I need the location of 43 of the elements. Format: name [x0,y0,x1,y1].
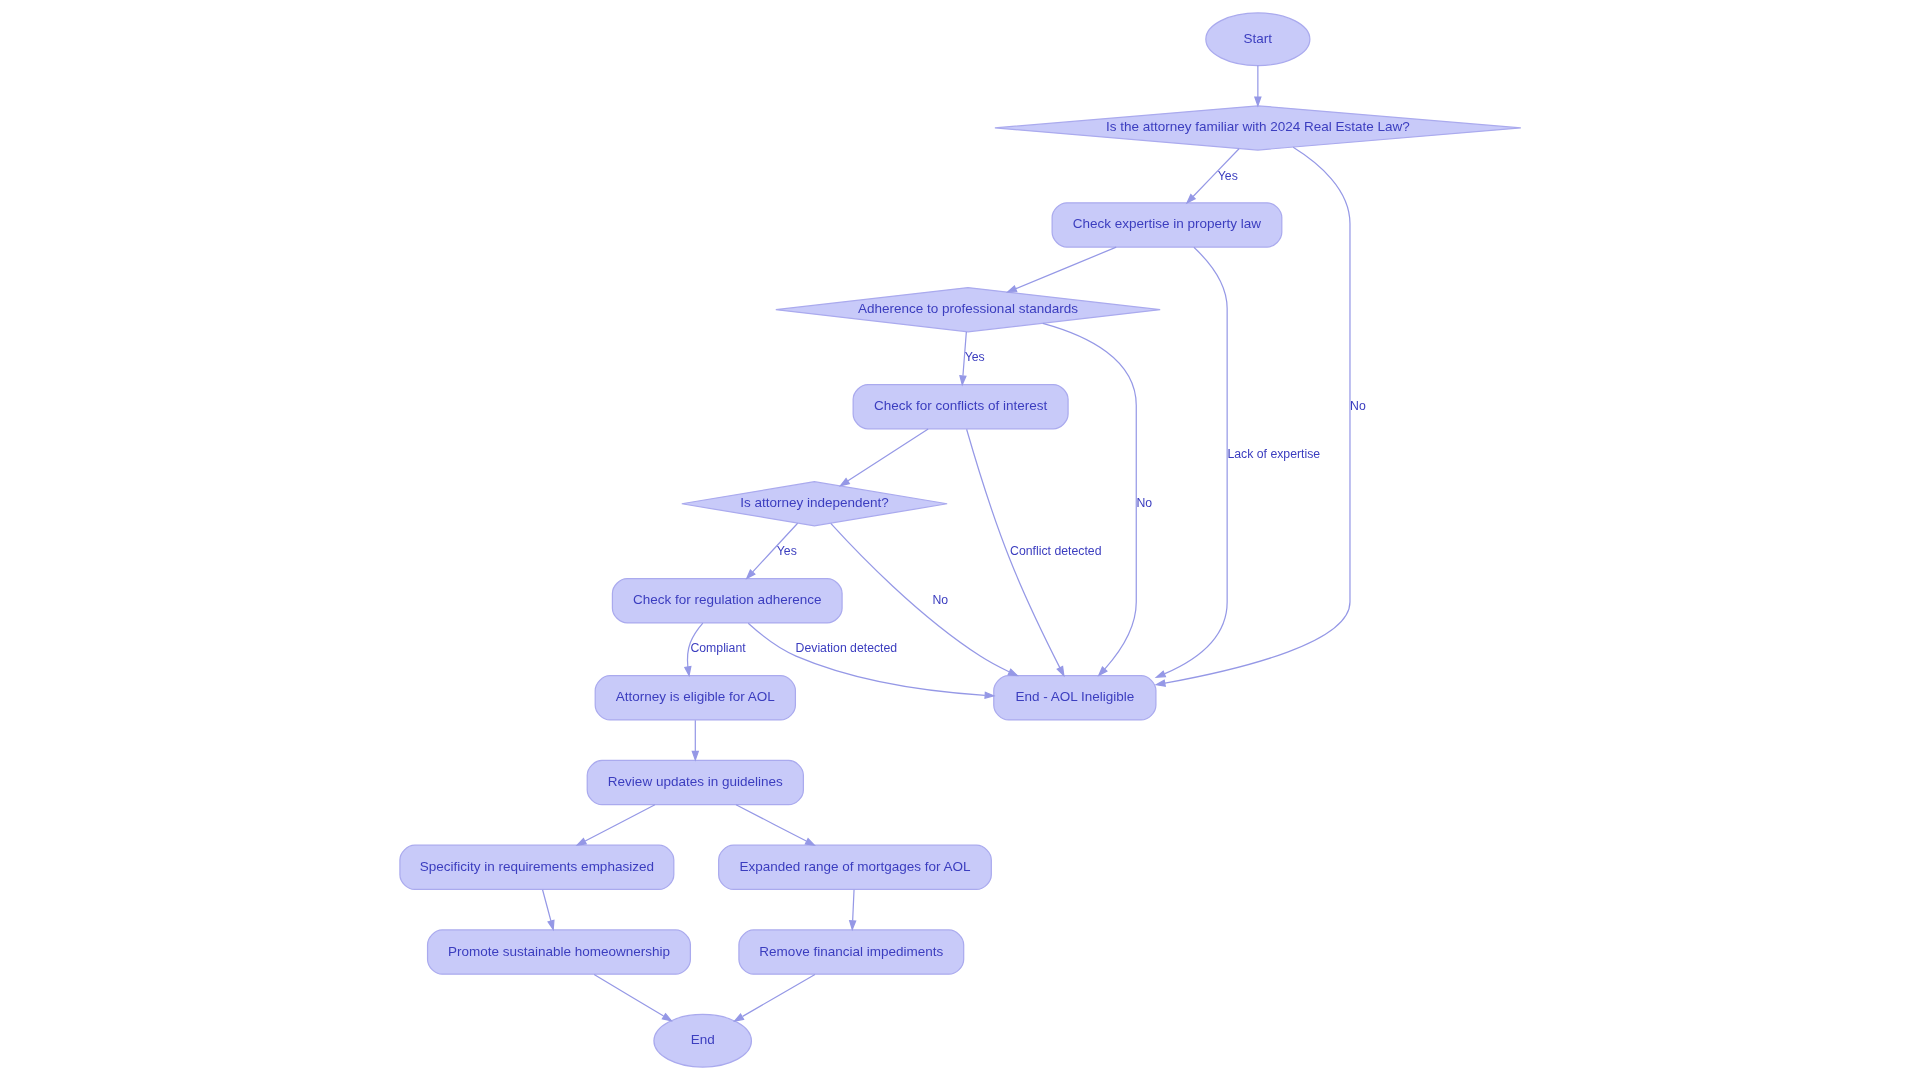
edge-label: Lack of expertise [1226,447,1320,462]
edge-label: No [932,592,948,607]
arrow [745,522,798,580]
arrow [1154,246,1228,678]
edge-label: Yes [1217,168,1238,183]
node-diamond: Is attorney independent? [680,481,948,527]
edge-label: Conflict detected [1009,544,1101,559]
edge-label: Deviation detected [795,641,897,656]
edge-label: Yes [964,350,985,365]
arrow [829,522,1019,677]
node-box: Promote sustainable homeownership [426,929,691,975]
edge-label: No [1135,495,1152,510]
node-box: Check for regulation adherence [611,578,843,624]
arrow [732,973,816,1022]
arrow [683,622,703,678]
arrow [690,719,699,762]
edge-label: No [1349,398,1366,413]
edge-label: Yes [776,544,797,559]
arrow [838,428,929,487]
arrow [848,889,857,932]
node-box: Specificity in requirements emphasized [398,844,674,891]
node-box: Check expertise in property law [1051,202,1282,248]
arrow [593,973,673,1022]
arrow [1153,146,1351,687]
node-ellipse: Start [1204,12,1310,67]
edge-label: Compliant [689,641,746,656]
node-box: Review updates in guidelines [586,759,804,806]
arrow [965,428,1065,678]
node-box: Check for conflicts of interest [852,384,1069,430]
node-box: Attorney is eligible for AOL [594,675,796,721]
arrow [575,804,656,846]
arrow [1253,64,1262,108]
node-diamond: Is the attorney familiar with 2024 Real Estate Law? [993,105,1521,151]
node-box: End - AOL Ineligible [992,675,1157,721]
arrow [541,889,555,932]
arrow [1185,148,1240,205]
arrow [1041,322,1137,677]
arrow [734,804,816,846]
node-box: Expanded range of mortgages for AOL [717,844,992,891]
node-box: Remove financial impediments [737,929,964,975]
arrow [958,331,967,387]
arrow [1005,246,1117,293]
arrow [747,622,996,700]
